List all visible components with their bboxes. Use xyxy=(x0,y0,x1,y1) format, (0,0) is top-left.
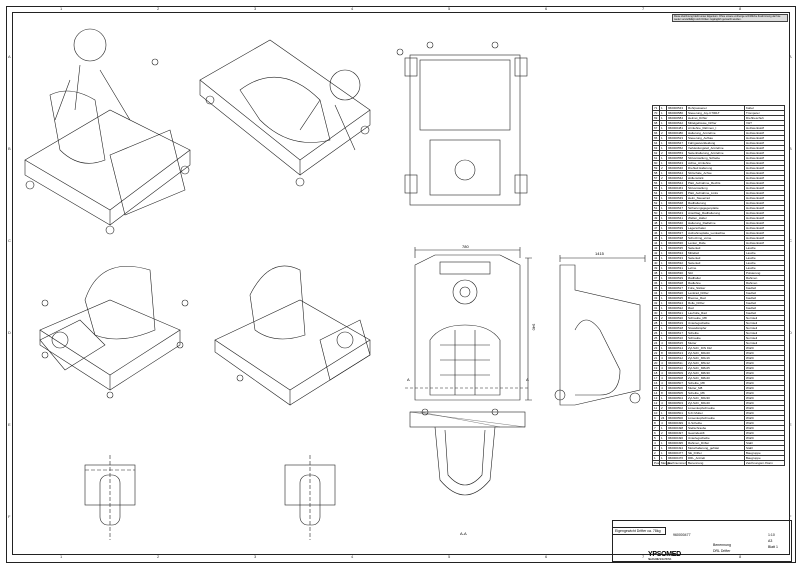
section-view-a-a xyxy=(409,411,526,496)
zone-marker-top: 7 xyxy=(642,6,645,11)
zone-marker-left: B xyxy=(8,146,11,151)
dimension-height: 940 xyxy=(531,323,537,331)
zone-marker-top: 4 xyxy=(351,6,354,11)
front-view xyxy=(405,247,532,401)
zone-marker-left: C xyxy=(8,238,11,243)
name-label: Benennung xyxy=(713,543,731,547)
scale: 1:10 xyxy=(768,533,775,537)
zone-marker-left: D xyxy=(8,330,11,335)
top-view xyxy=(404,54,528,206)
zone-marker-bottom: 6 xyxy=(545,554,548,559)
drawing-frame xyxy=(6,6,796,563)
iso-view-seat-right xyxy=(214,265,371,406)
side-view xyxy=(554,255,646,406)
dimension-width: 780 xyxy=(462,244,469,249)
zone-marker-left: F xyxy=(8,514,11,519)
zone-marker-right: F xyxy=(789,514,792,519)
zone-marker-bottom: 8 xyxy=(739,554,742,559)
parts-header-cell: Zeichnungsnr./Norm xyxy=(744,460,785,466)
title-block: 960000477 Benennung DRL Drifter 1:10 A3 … xyxy=(612,520,792,562)
drawing-border xyxy=(12,12,790,555)
section-mark-right: A xyxy=(526,377,529,382)
zone-marker-bottom: 7 xyxy=(642,554,645,559)
zone-marker-right: D xyxy=(789,330,792,335)
copyright-note: Diese Zeichnung bleibt unser Eigentum. O… xyxy=(672,14,788,22)
rear-wheel-view xyxy=(84,455,136,540)
zone-marker-right: C xyxy=(789,238,792,243)
format: A3 xyxy=(768,539,773,543)
iso-view-with-driver xyxy=(24,28,191,235)
zone-marker-bottom: 2 xyxy=(157,554,160,559)
zone-marker-bottom: 1 xyxy=(60,554,63,559)
zone-marker-top: 5 xyxy=(448,6,451,11)
parts-header-cell: Benennung xyxy=(686,460,745,466)
sheet: Blatt 1 xyxy=(768,545,778,549)
parts-header-cell: Pos. xyxy=(652,460,661,466)
front-wheel-view xyxy=(284,455,336,540)
zone-marker-top: 8 xyxy=(739,6,742,11)
zone-marker-right: A xyxy=(789,54,792,59)
zone-marker-left: A xyxy=(8,54,11,59)
position-balloons xyxy=(41,41,499,416)
parts-header-cell: Sachnummer xyxy=(666,460,687,466)
zone-marker-top: 1 xyxy=(60,6,63,11)
zone-marker-bottom: 4 xyxy=(351,554,354,559)
zone-marker-bottom: 3 xyxy=(254,554,257,559)
parts-header-cell: Menge xyxy=(659,460,671,466)
zone-marker-right: B xyxy=(789,146,792,151)
drawing-name: DRL Drifter xyxy=(713,549,731,553)
zone-marker-right: E xyxy=(789,422,792,427)
iso-view-seat-left xyxy=(39,266,184,399)
zone-marker-top: 6 xyxy=(545,6,548,11)
drawing-number: 960000477 xyxy=(673,533,691,537)
zone-marker-left: E xyxy=(8,422,11,427)
section-label: A-A xyxy=(460,531,467,536)
section-mark-left: A xyxy=(407,377,410,382)
iso-view-rear-with-driver xyxy=(199,39,371,187)
zone-marker-top: 3 xyxy=(254,6,257,11)
zone-marker-top: 2 xyxy=(157,6,160,11)
dimension-length: 1415 xyxy=(595,251,604,256)
zone-marker-bottom: 5 xyxy=(448,554,451,559)
